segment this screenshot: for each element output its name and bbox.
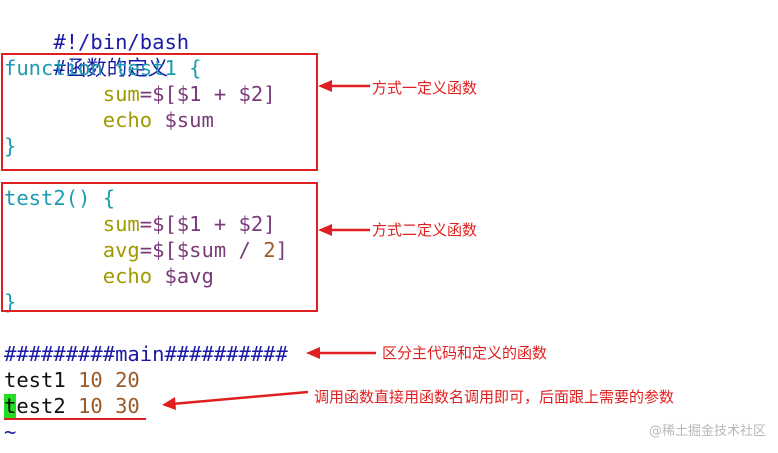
annotation-main: 区分主代码和定义的函数 <box>382 344 548 362</box>
annotation-method1: 方式一定义函数 <box>372 79 478 97</box>
code-line-call-test1: test1 10 20 <box>4 367 140 393</box>
function-keyword: function <box>4 56 103 80</box>
text-cursor[interactable]: t <box>4 394 17 418</box>
main-marker-text: #########main########## <box>4 342 288 366</box>
highlight-box-method1 <box>1 53 318 171</box>
call-test2-arg1: 10 <box>78 394 103 418</box>
code-line-function-def: function test1 { <box>4 55 202 81</box>
annotation-method2: 方式二定义函数 <box>372 221 478 239</box>
arrow-left-icon <box>306 347 376 359</box>
code-line-sum-1: sum=$[$1 + $2] <box>4 81 276 107</box>
code-line-close-1: } <box>4 133 16 159</box>
avg-divisor: 2 <box>263 238 276 262</box>
sum-expression: =$[$1 + $2] <box>139 212 276 236</box>
arrow-left-icon <box>318 80 370 92</box>
highlight-box-method2 <box>1 182 318 312</box>
code-line-shebang: #!/bin/bash <box>4 3 189 54</box>
code-line-test2-def: test2() { <box>4 185 115 211</box>
code-line-echo-1: echo $sum <box>4 107 214 133</box>
comment-text: #函数的定义 <box>53 56 169 80</box>
call-test2-arg2: 30 <box>115 394 140 418</box>
call-test1-arg1: 10 <box>78 368 103 392</box>
closing-brace: } <box>4 290 17 314</box>
arrow-left-icon <box>318 224 370 236</box>
avg-expression: =$[$sum / <box>139 238 264 262</box>
closing-brace: } <box>4 134 17 158</box>
code-line-sum-2: sum=$[$1 + $2] <box>4 211 276 237</box>
sum-expression: =$[$1 + $2] <box>139 82 276 106</box>
watermark: @稀土掘金技术社区 <box>648 424 766 439</box>
code-line-main-marker: #########main########## <box>4 341 288 367</box>
arrow-left-icon <box>162 390 308 410</box>
code-line-echo-2: echo $avg <box>4 263 214 289</box>
code-line-comment: #函数的定义 <box>4 29 168 80</box>
function-name-test2: test2() { <box>4 186 116 210</box>
highlight-underline-call <box>4 418 146 420</box>
code-line-call-test2: test2 10 30 <box>4 393 140 419</box>
echo-argument: $avg <box>152 264 214 288</box>
echo-keyword: echo <box>102 264 153 288</box>
empty-line-tilde: ~ <box>4 420 17 444</box>
annotation-call: 调用函数直接用函数名调用即可，后面跟上需要的参数 <box>314 388 675 406</box>
var-sum: sum <box>102 82 140 106</box>
echo-keyword: echo <box>102 108 153 132</box>
code-line-avg: avg=$[$sum / 2] <box>4 237 288 263</box>
code-line-empty: ~ <box>4 419 16 445</box>
echo-argument: $sum <box>152 108 214 132</box>
avg-expression-end: ] <box>275 238 288 262</box>
var-avg: avg <box>102 238 140 262</box>
shebang-text: #!/bin/bash <box>53 30 190 54</box>
var-sum: sum <box>102 212 140 236</box>
call-test1-arg2: 20 <box>115 368 140 392</box>
call-test2-name: est2 <box>16 394 66 418</box>
code-line-close-2: } <box>4 289 16 315</box>
function-name-test1: test1 { <box>102 56 202 80</box>
call-test1-name: test1 <box>4 368 66 392</box>
